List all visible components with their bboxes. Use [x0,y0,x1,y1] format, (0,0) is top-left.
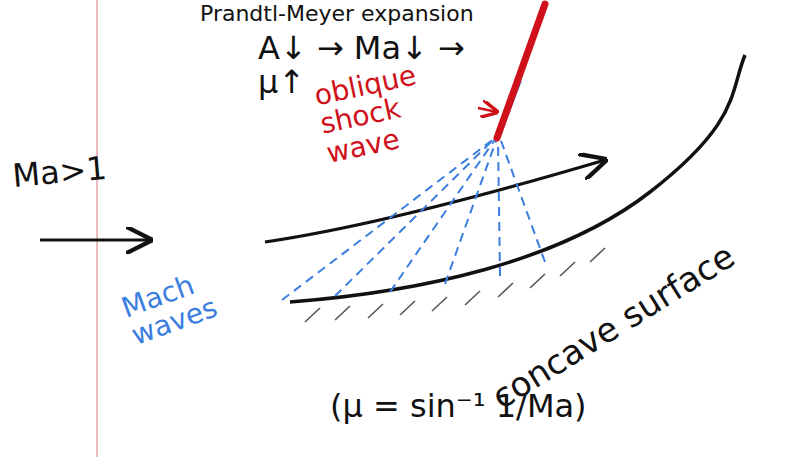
margin-line [96,0,98,457]
streamline [265,160,605,242]
surface-label: concave surface [486,237,742,416]
mach-number-label: Ma>1 [11,150,133,194]
note-text: Prandtl-Meyer expansion [200,2,530,25]
shock-label: oblique shock wave [312,51,477,168]
oblique-shock-line [497,4,545,138]
mach-waves [282,138,545,300]
mach-waves-label: Mach waves [118,251,260,351]
formula-label: (μ = sin⁻¹ 1/Ma) [330,390,610,424]
wall-hatching [305,248,605,322]
freestream-arrow [40,239,150,242]
shock-pointer [478,108,497,112]
